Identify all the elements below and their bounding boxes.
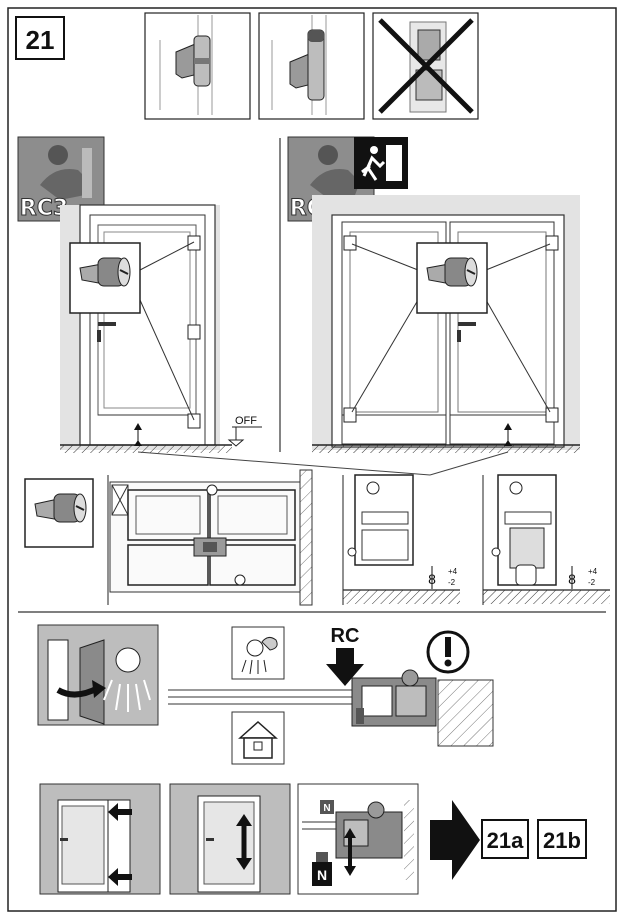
n-label-bottom: N	[317, 867, 327, 883]
double-door-diagram	[312, 195, 580, 453]
next-step-21b-label: 21b	[543, 828, 581, 853]
section-link-line	[137, 451, 431, 476]
door-lift-icon	[169, 783, 291, 895]
warning-icon	[426, 630, 470, 674]
rc-arrow: RC	[326, 625, 364, 686]
door-push-icon	[39, 783, 161, 895]
off-label: OFF	[235, 415, 257, 427]
seal-profile-section	[351, 669, 494, 747]
gap-tol-plus: +4	[448, 567, 458, 576]
profile-cross-section	[107, 469, 313, 606]
pin-adjust-icon: N N	[297, 783, 419, 895]
emergency-exit-icon	[354, 137, 408, 189]
vertical-section-off: 8 +4 -2	[342, 474, 460, 605]
roller-pin-icon	[24, 478, 94, 548]
n-label-top: N	[323, 803, 330, 814]
gap-tol-minus-2: -2	[588, 578, 596, 587]
hinge-correct-capped-icon	[258, 12, 365, 120]
vertical-section-seal: 8 +4 -2	[482, 474, 610, 605]
gap-tol-plus-2: +4	[588, 567, 598, 576]
door-weather-icon	[37, 624, 159, 726]
next-step-21b[interactable]: 21b	[537, 819, 587, 859]
next-step-21a[interactable]: 21a	[481, 819, 529, 859]
step-number-box: 21	[15, 16, 65, 60]
gap-value: 8	[428, 571, 436, 587]
hinge-wrong-icon	[372, 12, 479, 120]
step-number: 21	[26, 25, 55, 55]
single-door-diagram: OFF	[60, 204, 262, 453]
next-step-21a-label: 21a	[487, 828, 524, 853]
arrow-right-icon	[430, 800, 480, 880]
section-link-line-2	[429, 451, 509, 476]
weather-icon	[231, 626, 285, 680]
rc-label: RC	[331, 625, 360, 647]
hinge-correct-icon	[144, 12, 251, 120]
gap-value-2: 8	[568, 571, 576, 587]
gap-tol-minus: -2	[448, 578, 456, 587]
house-icon	[231, 711, 285, 765]
page-border	[7, 7, 617, 912]
